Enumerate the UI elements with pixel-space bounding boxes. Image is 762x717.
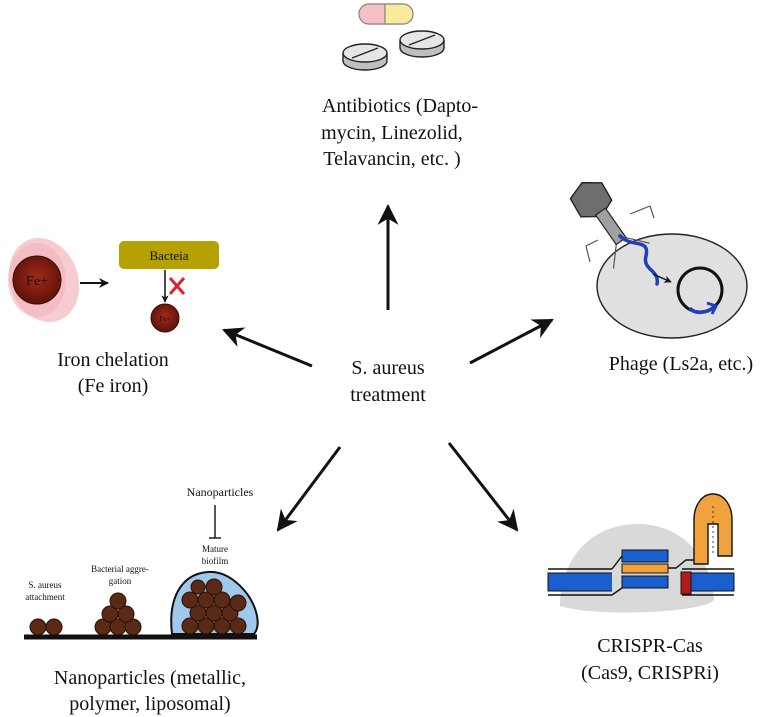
guide-rna-icon	[621, 563, 669, 574]
bacteria-box	[119, 241, 219, 269]
bacterial-cell-icon	[596, 233, 748, 339]
stage-attachment-label-line2: attachment	[25, 592, 65, 602]
pam-site-icon	[680, 571, 692, 595]
phage-graphic	[569, 181, 748, 339]
iron-chelation-graphic: Fe+ Bacteia Fe+	[8, 237, 219, 333]
fe-ion-small-icon	[150, 303, 180, 333]
biofilm-graphic: S. aureus attachment Bacterial aggre- ga…	[24, 485, 259, 640]
iron-chelation-label-line2: (Fe iron)	[78, 375, 149, 397]
fe-ion-large-icon	[12, 255, 62, 305]
dna-circularization-arrow	[652, 273, 672, 283]
phage-label: Phage (Ls2a, etc.)	[609, 353, 753, 375]
stage-mature-label-line1: Mature	[202, 544, 228, 554]
antibiotics-pills-icon	[342, 3, 445, 71]
antibiotics-label-line2: mycin, Linezolid,	[321, 122, 463, 144]
displaced-strand-icon	[621, 549, 669, 563]
stage-mature-label-line2: biofilm	[202, 556, 229, 566]
stage-aggregation-label-line2: gation	[109, 576, 132, 586]
phage-head-icon	[569, 181, 613, 218]
crispr-label-line2: (Cas9, CRISPRi)	[581, 662, 719, 684]
nanoparticles-label-line2: polymer, liposomal)	[69, 693, 230, 715]
fe-ion-large-label: Fe+	[26, 274, 48, 289]
antibiotics-label-line1: Antibiotics (Dapto-	[322, 95, 478, 117]
center-label-line1: S. aureus	[351, 357, 425, 379]
center-label-line2: treatment	[350, 384, 426, 406]
crispr-graphic	[547, 493, 735, 613]
bacteria-box-label: Bacteia	[150, 248, 189, 263]
crispr-label-line1: CRISPR-Cas	[597, 635, 703, 657]
fe-ion-small-label: Fe+	[160, 315, 171, 323]
arrow-to-crispr	[447, 442, 519, 532]
sgrna-hairpin-icon	[693, 493, 733, 565]
nanoparticles-inhibitor-label: Nanoparticles	[187, 485, 254, 499]
inhibit-x-icon	[168, 277, 186, 295]
arrow-to-iron-chelation	[222, 327, 313, 368]
arrow-to-phage	[469, 318, 554, 365]
stage-aggregation-label-line1: Bacterial aggre-	[91, 564, 149, 574]
antibiotics-label-line3: Telavancin, etc. )	[323, 148, 460, 170]
target-strand-icon	[621, 575, 669, 589]
stage-attachment-label-line1: S. aureus	[29, 580, 62, 590]
nanoparticles-label-line1: Nanoparticles (metallic,	[54, 667, 246, 689]
iron-chelation-label-line1: Iron chelation	[57, 349, 169, 371]
arrow-to-nanoparticles	[276, 446, 342, 532]
